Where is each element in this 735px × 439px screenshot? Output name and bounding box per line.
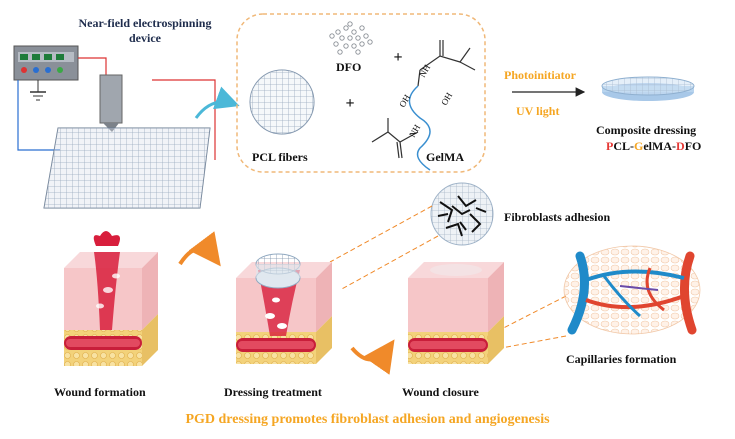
capillaries-network [563, 245, 701, 335]
plus-sign-1: + [393, 49, 402, 66]
gelma-label: GelMA [426, 150, 464, 164]
capillaries-formation-label: Capillaries formation [566, 352, 677, 366]
composite-d: D [676, 139, 685, 153]
caption: PGD dressing promotes fibroblast adhesio… [185, 412, 550, 427]
device-label-line2: device [129, 31, 161, 45]
dressing-treatment-label: Dressing treatment [224, 385, 322, 399]
collector-plate [43, 127, 211, 209]
plus-sign-2: + [345, 95, 354, 112]
cyan-arrow [194, 86, 240, 119]
composite-name: PCL-GelMA-DFO [606, 139, 701, 154]
composite-dressing-disc [601, 76, 695, 101]
orange-arrow-2 [350, 339, 395, 375]
composite-cl: CL- [613, 139, 635, 153]
composite-dressing-label: Composite dressing [596, 123, 697, 137]
wound-closure-label: Wound closure [402, 385, 479, 399]
dfo-particles [329, 21, 373, 55]
ingredients-box [236, 13, 486, 173]
wound-formation-label: Wound formation [54, 385, 146, 399]
device-label: Near-field electrospinning device [55, 16, 235, 46]
power-supply [13, 45, 79, 81]
oh-label-2: OH [439, 90, 454, 107]
composite-fo: FO [684, 139, 702, 153]
composite-elma: elMA- [643, 139, 677, 153]
composite-p: P [606, 139, 614, 153]
device-label-line1: Near-field electrospinning [78, 16, 212, 30]
dfo-label: DFO [336, 60, 362, 74]
gelma-structure [371, 40, 476, 171]
pcl-fibers-sphere [249, 69, 315, 135]
pcl-fibers-label: PCL fibers [252, 150, 308, 164]
nozzle [99, 74, 123, 124]
orange-arrow-1 [178, 231, 221, 267]
skin-block-dressing-treatment [236, 253, 332, 364]
fibroblast-cells [437, 195, 487, 237]
composite-g: G [634, 139, 644, 153]
photoinitiator-label: Photoinitiator [504, 68, 576, 82]
fibroblasts-adhesion-label: Fibroblasts adhesion [504, 210, 611, 224]
skin-block-wound-closure [408, 262, 504, 364]
electrospinning-device [13, 45, 216, 209]
skin-block-wound-formation [64, 231, 158, 366]
uv-light-label: UV light [516, 104, 560, 118]
